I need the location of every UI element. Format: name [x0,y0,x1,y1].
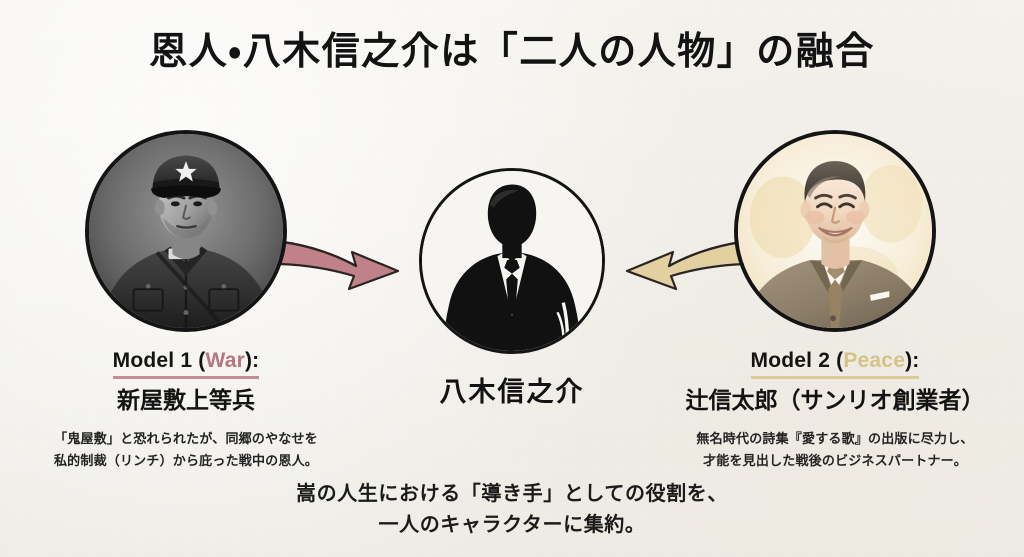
model-2-description-line-2: 才能を見出した戦後のビジネスパートナー。 [703,452,967,468]
model-2-heading-prefix: Model 2 ( [750,349,844,372]
model-1-column: Model 1 (War): 新屋敷上等兵 「鬼屋敷」と恐れられたが、同郷のやな… [6,130,366,471]
model-1-portrait-wrap [85,130,287,332]
center-portrait-wrap [419,168,605,354]
fusion-name: 八木信之介 [439,377,585,408]
model-2-heading-suffix: ): [905,349,920,372]
model-1-heading-prefix: Model 1 ( [112,349,206,372]
model-2-name: 辻信太郎（サンリオ創業者） [685,387,985,414]
model-1-description-line-1: 「鬼屋敷」と恐れられたが、同郷のやなせを [54,431,318,447]
page-title: 恩人・八木信之介は「二人の人物」の融合 [149,28,875,73]
model-2-heading: Model 2 (Peace): [750,348,920,380]
model-1-description: 「鬼屋敷」と恐れられたが、同郷のやなせを 私的制裁（リンチ）から庇った戦中の恩人… [6,428,366,471]
model-1-description-line-2: 私的制裁（リンチ）から庇った戦中の恩人。 [53,452,318,468]
model-2-description-line-1: 無名時代の詩集『愛する歌』の出版に尽力し、 [696,431,974,447]
model-2-heading-accent: Peace [843,349,906,372]
model-2-column: Model 2 (Peace): 辻信太郎（サンリオ創業者） 無名時代の詩集『愛… [650,130,1020,471]
businessman-silhouette-icon [419,168,605,354]
watercolor-portrait-icon [734,130,936,332]
model-2-portrait-wrap [734,130,936,332]
fusion-column: 八木信之介 [362,168,662,409]
model-1-heading: Model 1 (War): [112,348,260,380]
footer-line-1: 嵩の人生における「導き手」としての役割を、 [296,483,728,505]
model-2-description: 無名時代の詩集『愛する歌』の出版に尽力し、 才能を見出した戦後のビジネスパートナ… [650,428,1020,471]
vintage-soldier-photo-icon [85,130,287,332]
footer-summary: 嵩の人生における「導き手」としての役割を、 一人のキャラクターに集約。 [0,479,1024,541]
model-1-heading-accent: War [205,349,245,372]
footer-line-2: 一人のキャラクターに集約。 [378,514,646,536]
model-1-name: 新屋敷上等兵 [117,387,255,414]
model-1-heading-suffix: ): [244,349,260,372]
